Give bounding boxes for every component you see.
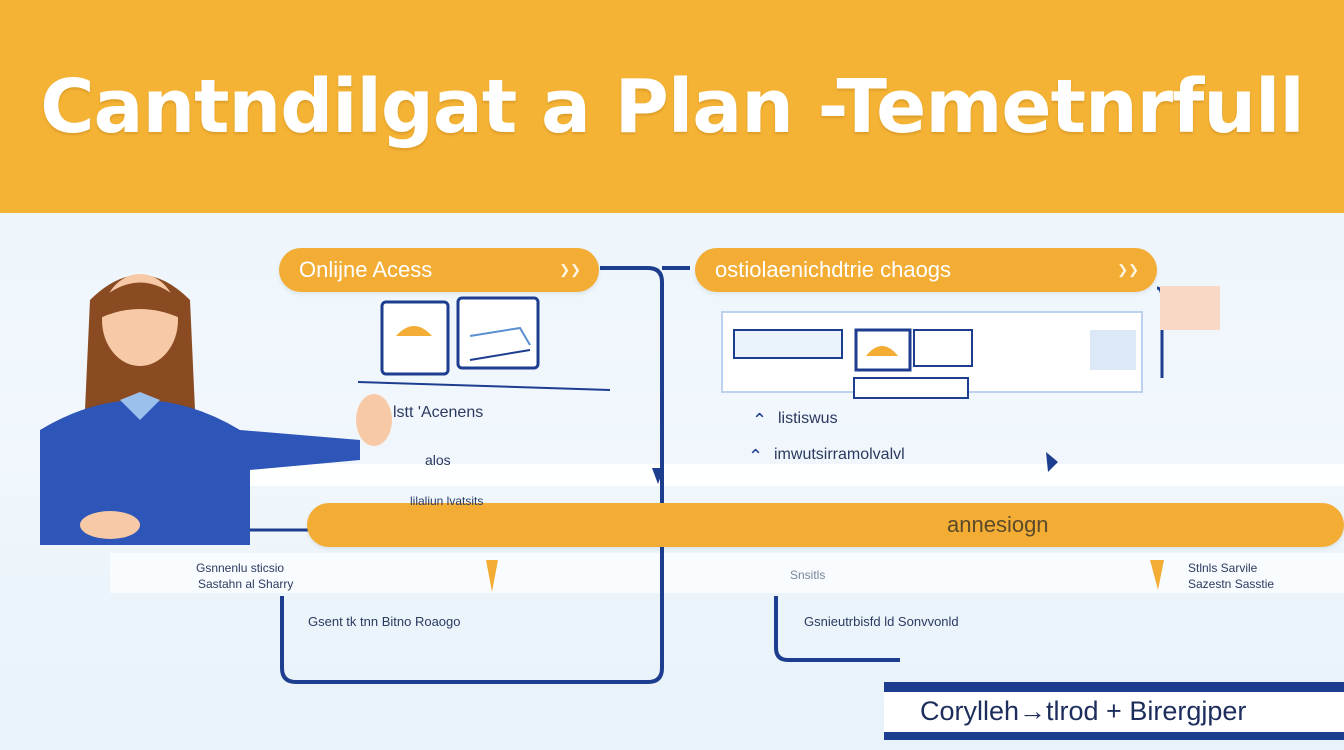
page-title: Cantndilgat a Plan -Temetnrfull: [40, 63, 1305, 150]
step-online-access[interactable]: Onlijne Acess ❯❯: [279, 248, 599, 292]
divider-band: [190, 464, 1344, 486]
right-item-label: listiswus: [778, 410, 838, 427]
row-label: Sazestn Sasstie: [1188, 577, 1275, 591]
row-strip: [110, 553, 1344, 593]
arrow-right-icon: [1046, 452, 1058, 472]
home-icon: ⌃: [748, 446, 764, 466]
screens-illustration-right: [721, 286, 1220, 399]
step-changes-label: ostiolaenichdtrie chaogs: [715, 257, 952, 282]
connector-bottom-right: [774, 596, 900, 662]
right-item-label: imwutsirramolvalvl: [774, 446, 905, 463]
footer-text: Corylleh→tlrod + Birergjper: [920, 695, 1247, 726]
chevron-icon: ❯❯: [559, 262, 581, 277]
bottom-right-label: Gsnieutrbisfd ld Sonvvonld: [804, 614, 959, 629]
header-banner: Cantndilgat a Plan -Temetnrfull: [0, 0, 1344, 213]
left-item-label: lilaliun lvatsits: [410, 494, 484, 508]
row-label: Stlnls Sarvile: [1188, 561, 1258, 575]
arrow-down-icon: [652, 468, 664, 484]
row-label: Snsitls: [790, 568, 826, 582]
home-icon: ⌃: [752, 410, 768, 430]
left-item-label: lstt 'Acenens: [393, 404, 484, 421]
chevron-icon: ❯❯: [1117, 262, 1139, 277]
bottom-left-label: Gsent tk tnn Bitno Roaogo: [308, 614, 461, 629]
step-changes[interactable]: ostiolaenichdtrie chaogs ❯❯: [695, 248, 1157, 292]
connector-left: [280, 266, 664, 684]
footer-inner: [884, 692, 1344, 732]
row-label: Gsnnenlu sticsio: [196, 561, 285, 575]
row-label: Sastahn al Sharry: [198, 577, 294, 591]
laptop-illustration-left: [380, 296, 540, 376]
step-annex[interactable]: annesiogn: [307, 503, 1344, 547]
presenter-illustration: [40, 274, 392, 545]
orange-arrow-icon: [486, 560, 498, 592]
step-annex-label: annesiogn: [947, 512, 1049, 537]
footer-bar: Corylleh→tlrod + Birergjper: [884, 682, 1344, 740]
left-item-label: alos: [425, 452, 451, 468]
step-online-access-label: Onlijne Acess: [299, 257, 433, 282]
orange-marker-icon: [1150, 560, 1164, 590]
